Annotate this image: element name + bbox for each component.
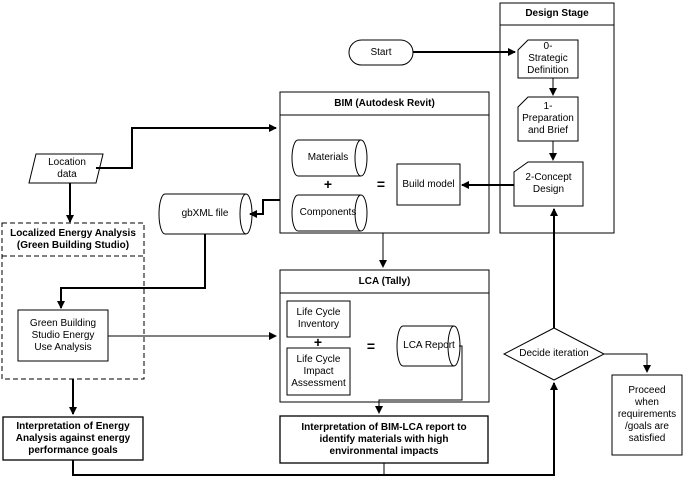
concept-design-shape: [513, 161, 584, 207]
decision-diamond: [502, 327, 606, 381]
lca-plus: +: [313, 334, 323, 350]
bim-box: [279, 91, 490, 234]
conn-energy-loop: [72, 382, 558, 476]
energy-analysis-title: Localized Energy Analysis (Green Buildin…: [10, 228, 136, 251]
decision-label: Decide iteration: [519, 348, 589, 359]
conn-report-interp: [375, 345, 463, 414]
strategic-definition-label: 0- Strategic Definition: [527, 41, 569, 76]
assessment-label: Life Cycle Impact Assessment: [291, 353, 346, 389]
conn-gbxml-gbs: [57, 234, 206, 309]
strategic-definition-shape: [517, 39, 579, 79]
preparation-brief-shape: [517, 96, 579, 142]
inventory-label: Life Cycle Inventory: [296, 307, 341, 330]
conn-bim-gbxml: [249, 199, 280, 218]
assessment-box: [286, 347, 351, 396]
interp-energy-label: Interpretation of Energy Analysis agains…: [15, 420, 131, 456]
conn-location-bim: [96, 124, 277, 169]
materials-label: Materials: [307, 152, 349, 163]
location-data-label: Location data: [48, 156, 86, 180]
gbxml-label: gbXML file: [181, 208, 229, 219]
interp-lca-label: Interpretation of BIM-LCA report to iden…: [301, 421, 467, 457]
preparation-brief-label: 1- Preparation and Brief: [522, 101, 574, 136]
conn-decision-proceed: [604, 353, 651, 373]
lca-equals: =: [366, 338, 376, 354]
proceed-label: Proceed when requirements /goals are sat…: [617, 385, 677, 444]
build-model-box: [396, 163, 461, 206]
build-model-label: Build model: [402, 178, 455, 190]
proceed-box: [611, 374, 683, 456]
components-label: Components: [299, 207, 357, 218]
start-label: Start: [370, 46, 392, 58]
gbs-process-label: Green Building Studio Energy Use Analysi…: [29, 317, 97, 353]
bim-equals: =: [376, 176, 386, 192]
bim-plus: +: [323, 176, 333, 192]
lca-box: [279, 269, 490, 403]
lca-title: LCA (Tally): [358, 276, 411, 287]
bim-title: BIM (Autodesk Revit): [334, 98, 435, 109]
design-stage-box: [499, 2, 615, 234]
lca-report-label: LCA Report: [403, 340, 455, 351]
location-data-shape: [28, 153, 104, 184]
concept-design-label: 2-Concept Design: [525, 172, 572, 195]
inventory-box: [286, 300, 351, 338]
design-stage-title: Design Stage: [525, 8, 589, 19]
